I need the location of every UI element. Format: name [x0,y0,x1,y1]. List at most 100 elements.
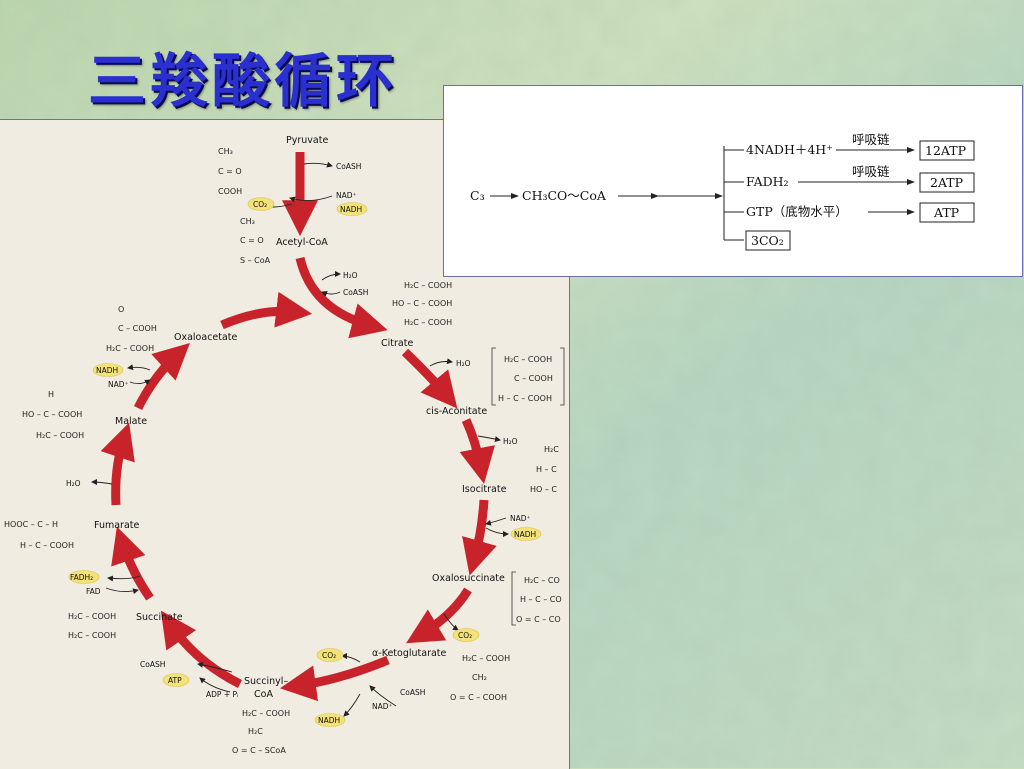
summary-branch [723,146,744,241]
svg-text:呼吸链: 呼吸链 [852,164,890,179]
cofactor-nad-2: NAD⁺ [510,514,531,523]
label-oxaloacetate: Oxaloacetate [174,332,238,343]
arrow-isocitrate-to-oxalosuccinate [462,499,497,576]
label-succinyl-coa-1: Succinyl– [244,676,288,687]
cofactor-co2-3: CO₂ [322,651,336,660]
svg-text:GTP（底物水平）: GTP（底物水平） [746,204,848,219]
cofactor-coash-3: CoASH [400,688,425,697]
cofactor-h2o-2: H₂O [456,359,471,368]
svg-text:H: H [48,390,54,399]
svg-text:S – CoA: S – CoA [240,256,271,265]
label-succinate: Succinate [136,612,183,623]
summary-start: C₃ [470,188,485,203]
intermediate-brackets [491,347,565,626]
cofactor-nad-1: NAD⁺ [336,191,357,200]
svg-text:C – COOH: C – COOH [514,374,553,383]
cofactor-co2-2: CO₂ [458,631,472,640]
summary-row-fadh2: FADH₂ 呼吸链 2ATP [746,164,975,193]
cycle-arrows [100,152,497,702]
structure-succinate: H₂C – COOH H₂C – COOH [68,612,116,640]
cofactor-atp: ATP [168,676,182,685]
label-citrate: Citrate [381,338,413,349]
structure-succinyl-coa: H₂C – COOH H₂C O = C – SCoA [232,709,290,755]
svg-text:CH₃: CH₃ [240,217,255,226]
label-cis-aconitate: cis-Aconitate [426,406,487,417]
svg-text:HO – C – COOH: HO – C – COOH [392,299,452,308]
svg-text:H₂C – COOH: H₂C – COOH [404,318,452,327]
svg-text:O = C – SCoA: O = C – SCoA [232,746,286,755]
cofactor-coash-4: CoASH [140,660,165,669]
svg-text:FADH₂: FADH₂ [746,174,789,189]
svg-text:COOH: COOH [218,187,242,196]
svg-text:H₂C – COOH: H₂C – COOH [504,355,552,364]
cofactor-nadh-3: NADH [318,716,340,725]
svg-text:HO – C: HO – C [530,485,557,494]
arrow-malate-to-oxaloacetate [133,343,190,411]
structure-citrate: H₂C – COOH HO – C – COOH H₂C – COOH [392,281,452,327]
svg-text:H₂C – COOH: H₂C – COOH [106,344,154,353]
svg-text:O = C – CO: O = C – CO [516,615,561,624]
summary-row-co2: 3CO₂ [745,230,791,251]
svg-text:H₂C: H₂C [544,445,559,454]
svg-text:3CO₂: 3CO₂ [751,233,784,248]
structure-alpha-ketoglutarate: H₂C – COOH CH₂ O = C – COOH [450,654,510,702]
svg-text:H – C – CO: H – C – CO [520,595,562,604]
svg-text:ATP: ATP [933,205,959,220]
cofactor-nad-3: NAD⁺ [372,702,393,711]
cofactor-nadh-2: NADH [514,530,536,539]
svg-text:C = O: C = O [218,167,242,176]
svg-text:C – COOH: C – COOH [118,324,157,333]
structure-cis-aconitate: H₂C – COOH C – COOH H – C – COOH [498,355,553,403]
svg-text:呼吸链: 呼吸链 [852,132,890,147]
arrow-cisaconitate-to-isocitrate [459,418,495,484]
tca-cycle-diagram: Pyruvate Acetyl-CoA Citrate cis-Aconitat… [0,119,570,769]
svg-text:O = C – COOH: O = C – COOH [450,693,507,702]
summary-row-nadh: 4NADH＋4H⁺ 呼吸链 12ATP [746,132,975,161]
svg-text:HO – C – COOH: HO – C – COOH [22,410,82,419]
structure-oxalosuccinate: H₂C – CO H – C – CO O = C – CO [516,576,562,624]
arrow-oxaloacetate-to-citrate [220,291,313,330]
cofactor-coash-1: CoASH [336,162,361,171]
badge-fadh2 [68,570,100,584]
svg-text:HOOC – C – H: HOOC – C – H [4,520,58,529]
cofactor-nad-4: NAD⁺ [108,380,129,389]
svg-text:H – C: H – C [536,465,557,474]
highlight-badges [68,197,542,727]
cofactor-coash-2: CoASH [343,288,368,297]
arrow-acetylcoa-to-citrate [295,256,388,339]
slide-title: 三羧酸循环 [88,47,399,115]
arrow-ketoglutarate-to-succinylcoa [279,655,390,702]
arrow-oxalosuccinate-to-ketoglutarate [406,587,472,644]
cofactor-nadh-4: NADH [96,366,118,375]
label-succinyl-coa-2: CoA [254,689,273,700]
label-alpha-ketoglutarate: α-Ketoglutarate [372,648,447,659]
cofactor-nadh-1: NADH [340,205,362,214]
cofactor-h2o-1: H₂O [343,271,358,280]
label-malate: Malate [115,416,147,427]
svg-text:4NADH＋4H⁺: 4NADH＋4H⁺ [746,142,833,157]
arrow-succinate-to-fumarate [111,526,154,601]
structure-malate: H HO – C – COOH H₂C – COOH [22,390,84,440]
badge-nadh-ketoglutarate [314,713,346,727]
svg-text:H₂C – COOH: H₂C – COOH [404,281,452,290]
cofactor-h2o-4: H₂O [66,479,81,488]
summary-acetyl: CH₃CO～CoA [522,188,607,203]
summary-row-gtp: GTP（底物水平） ATP [746,202,975,223]
cofactor-fadh2: FADH₂ [70,573,93,582]
cofactor-labels: CoASH NAD⁺ NADH CO₂ H₂O CoASH H₂O H₂O NA… [66,162,536,725]
svg-text:H₂C – COOH: H₂C – COOH [68,631,116,640]
cofactor-fad: FAD [86,587,101,596]
label-pyruvate: Pyruvate [286,135,328,146]
label-fumarate: Fumarate [94,520,139,531]
svg-text:12ATP: 12ATP [925,143,966,158]
svg-text:CH₃: CH₃ [218,147,233,156]
svg-text:H₂C – CO: H₂C – CO [524,576,560,585]
svg-text:2ATP: 2ATP [930,175,963,190]
label-oxalosuccinate: Oxalosuccinate [432,573,505,584]
svg-text:H₂C – COOH: H₂C – COOH [36,431,84,440]
svg-text:H₂C – COOH: H₂C – COOH [462,654,510,663]
arrow-citrate-to-cisaconitate [401,348,458,409]
arrow-succinylcoa-to-succinate [160,610,243,689]
cofactor-h2o-3: H₂O [503,437,518,446]
structural-formulas: CH₃ C = O COOH CH₃ C = O S – CoA H₂C – C… [4,147,562,755]
